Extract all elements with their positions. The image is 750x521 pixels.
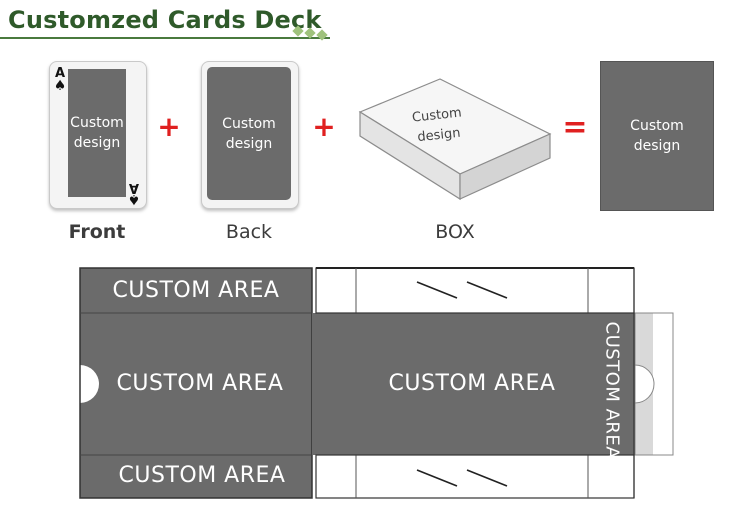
front-design-line1: Custom <box>70 115 124 131</box>
title-underline <box>0 37 330 39</box>
bottom-flap-area-label: CUSTOM AREA <box>118 463 286 488</box>
center-main-area-label: CUSTOM AREA <box>388 371 556 396</box>
back-design-line1: Custom <box>222 115 276 132</box>
box-illustration <box>358 78 552 201</box>
equals-icon: = <box>562 110 588 145</box>
front-design-area: Custom design <box>68 69 126 197</box>
page-title: Customzed Cards Deck <box>8 6 322 34</box>
result-design: Custom design <box>600 61 714 211</box>
back-design-line2: design <box>225 135 273 152</box>
left-main-area-label: CUSTOM AREA <box>116 371 284 396</box>
top-flap-area-label: CUSTOM AREA <box>112 278 280 303</box>
card-rank: A <box>54 66 66 81</box>
plus-icon: + <box>312 110 336 143</box>
result-design-line1: Custom <box>630 118 684 134</box>
box-caption: BOX <box>435 221 475 243</box>
spade-icon: ♠ <box>53 78 67 94</box>
back-design-area: Custom design <box>207 67 291 200</box>
plus-icon: + <box>157 110 181 143</box>
front-caption: Front <box>68 221 126 243</box>
side-vertical-area-label: CUSTOM AREA <box>601 321 623 460</box>
back-caption: Back <box>225 221 273 243</box>
front-design-line2: design <box>73 135 121 151</box>
result-design-line2: design <box>633 138 681 154</box>
